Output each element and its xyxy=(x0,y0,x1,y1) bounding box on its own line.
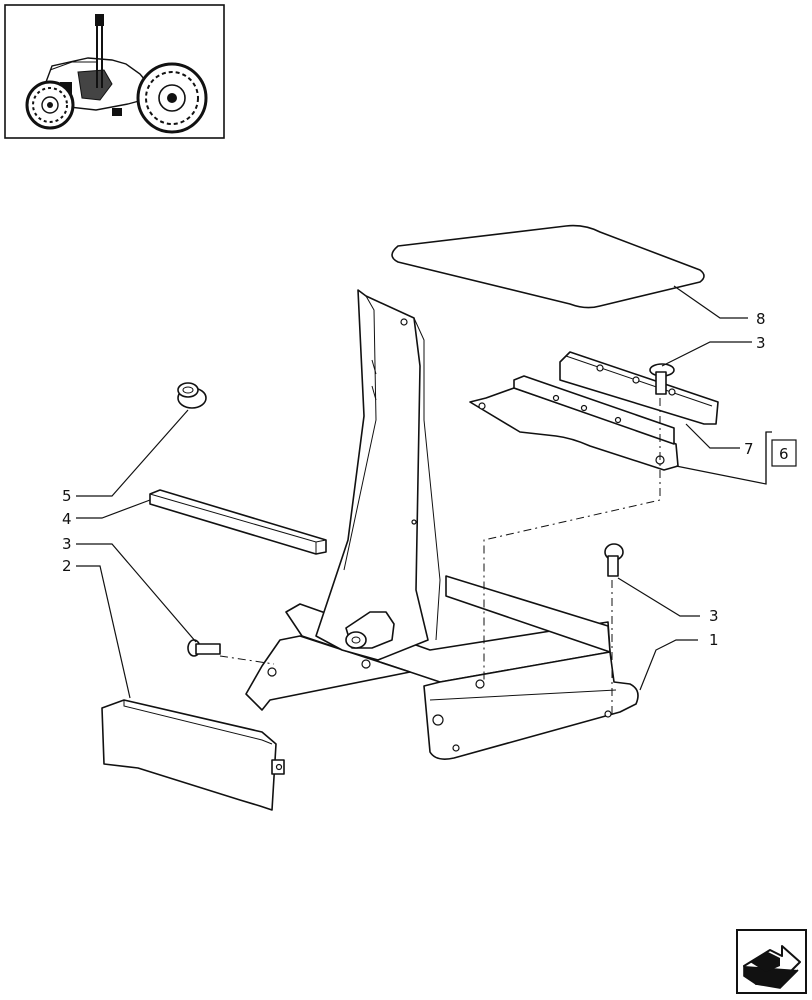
part-2-guard xyxy=(101,699,285,811)
part-4-strip xyxy=(149,489,327,555)
tractor-thumbnail-icon xyxy=(4,4,225,139)
part-7-bracket xyxy=(559,351,719,425)
callout-1: 1 xyxy=(709,631,719,649)
callout-5: 5 xyxy=(62,487,72,505)
part-1-frame xyxy=(245,289,639,760)
callout-6-box xyxy=(771,439,797,467)
part-3-bolt-top xyxy=(649,363,675,395)
callout-4: 4 xyxy=(62,510,72,528)
callout-2: 2 xyxy=(62,557,72,575)
leader-lines xyxy=(76,285,772,699)
callout-6: 6 xyxy=(779,445,789,463)
callout-3-top: 3 xyxy=(756,334,766,352)
callout-3-right: 3 xyxy=(709,607,719,625)
part-3-bolt-right xyxy=(604,543,624,577)
alignment-line-1 xyxy=(483,398,661,680)
callout-7: 7 xyxy=(744,440,754,458)
callout-3-left: 3 xyxy=(62,535,72,553)
part-5-grommet xyxy=(177,382,207,409)
part-3-bolt-left xyxy=(187,639,221,657)
part-6-bracket xyxy=(469,375,679,471)
part-8-mat xyxy=(391,224,705,309)
callout-8: 8 xyxy=(756,310,766,328)
next-page-arrow-icon[interactable] xyxy=(736,929,807,994)
